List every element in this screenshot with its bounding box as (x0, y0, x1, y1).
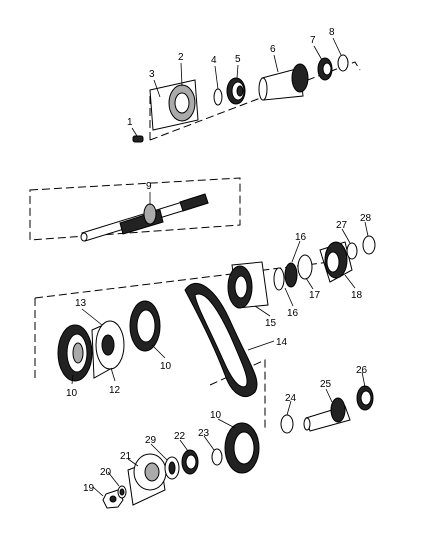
callout-3: 3 (149, 69, 155, 80)
ring-part-27 (346, 242, 358, 260)
ring-part-24 (280, 414, 294, 434)
washer-part-20 (117, 485, 127, 499)
bottom-row-parts (102, 385, 374, 509)
callout-10-middle: 10 (160, 361, 172, 372)
top-group-outline (149, 61, 361, 141)
snap-ring-part-4 (213, 88, 223, 106)
callout-22: 22 (174, 431, 186, 442)
hub-part-12 (91, 320, 125, 379)
callout-13: 13 (75, 298, 87, 309)
bearing-part-5 (226, 77, 246, 105)
callout-6: 6 (270, 44, 276, 55)
callout-16-upper: 16 (295, 232, 307, 243)
callout-28: 28 (360, 213, 372, 224)
group-outlines (29, 61, 361, 430)
middle-row-parts (57, 235, 376, 397)
callout-9: 9 (146, 181, 152, 192)
sprocket-part-10-middle (129, 300, 161, 352)
callout-14: 14 (276, 337, 288, 348)
callout-20: 20 (100, 467, 112, 478)
callout-27: 27 (336, 220, 348, 231)
callout-4: 4 (211, 55, 217, 66)
callout-19: 19 (83, 483, 95, 494)
callout-10-left: 10 (66, 388, 78, 399)
mainshaft-part-9 (80, 193, 209, 242)
callout-1: 1 (127, 117, 133, 128)
pump-part-18 (319, 241, 353, 283)
callout-15: 15 (265, 318, 277, 329)
callout-17: 17 (309, 290, 321, 301)
bearing-part-7 (317, 57, 333, 81)
bearing-part-22 (181, 449, 199, 475)
middle-group-outline (34, 261, 331, 380)
sprocket-part-15 (227, 261, 269, 309)
callout-29-visible: 29 (145, 435, 157, 446)
bottom-group-outline (209, 359, 266, 430)
callout-5: 5 (235, 54, 241, 65)
callout-12: 12 (109, 385, 121, 396)
shaft-part-25 (303, 397, 351, 432)
chain-part-14 (184, 282, 258, 397)
leader-lines (71, 37, 369, 497)
pump-part-2 (149, 79, 199, 131)
shaft-part-6 (258, 63, 309, 101)
callout-2: 2 (178, 52, 184, 63)
bearing-part-26 (356, 385, 374, 411)
sprocket-part-10-bottom (224, 422, 260, 474)
ring-part-23 (211, 448, 223, 466)
sprocket-part-10-left (57, 324, 93, 382)
ring-part-8 (337, 54, 349, 72)
yoke-part-21 (127, 453, 167, 506)
callout-25: 25 (320, 379, 332, 390)
callout-16-lower: 16 (287, 308, 299, 319)
seal-part-29 (164, 456, 180, 480)
callout-26: 26 (356, 365, 368, 376)
callout-18: 18 (351, 290, 363, 301)
ring-part-28 (362, 235, 376, 255)
callout-10-bottom: 10 (210, 410, 222, 421)
callout-23: 23 (198, 428, 210, 439)
ring-part-17 (297, 254, 313, 280)
ring-part-16 (273, 262, 298, 291)
pin-part-1 (132, 135, 144, 143)
shaft-group-outline (29, 177, 241, 241)
callout-8: 8 (329, 27, 335, 38)
callout-24: 24 (285, 393, 297, 404)
top-row-parts (132, 54, 349, 143)
callout-21: 21 (120, 451, 132, 462)
callout-labels: 1 2 3 4 5 6 7 8 9 10 10 10 12 13 14 15 1… (66, 27, 372, 494)
callout-7: 7 (310, 35, 316, 46)
